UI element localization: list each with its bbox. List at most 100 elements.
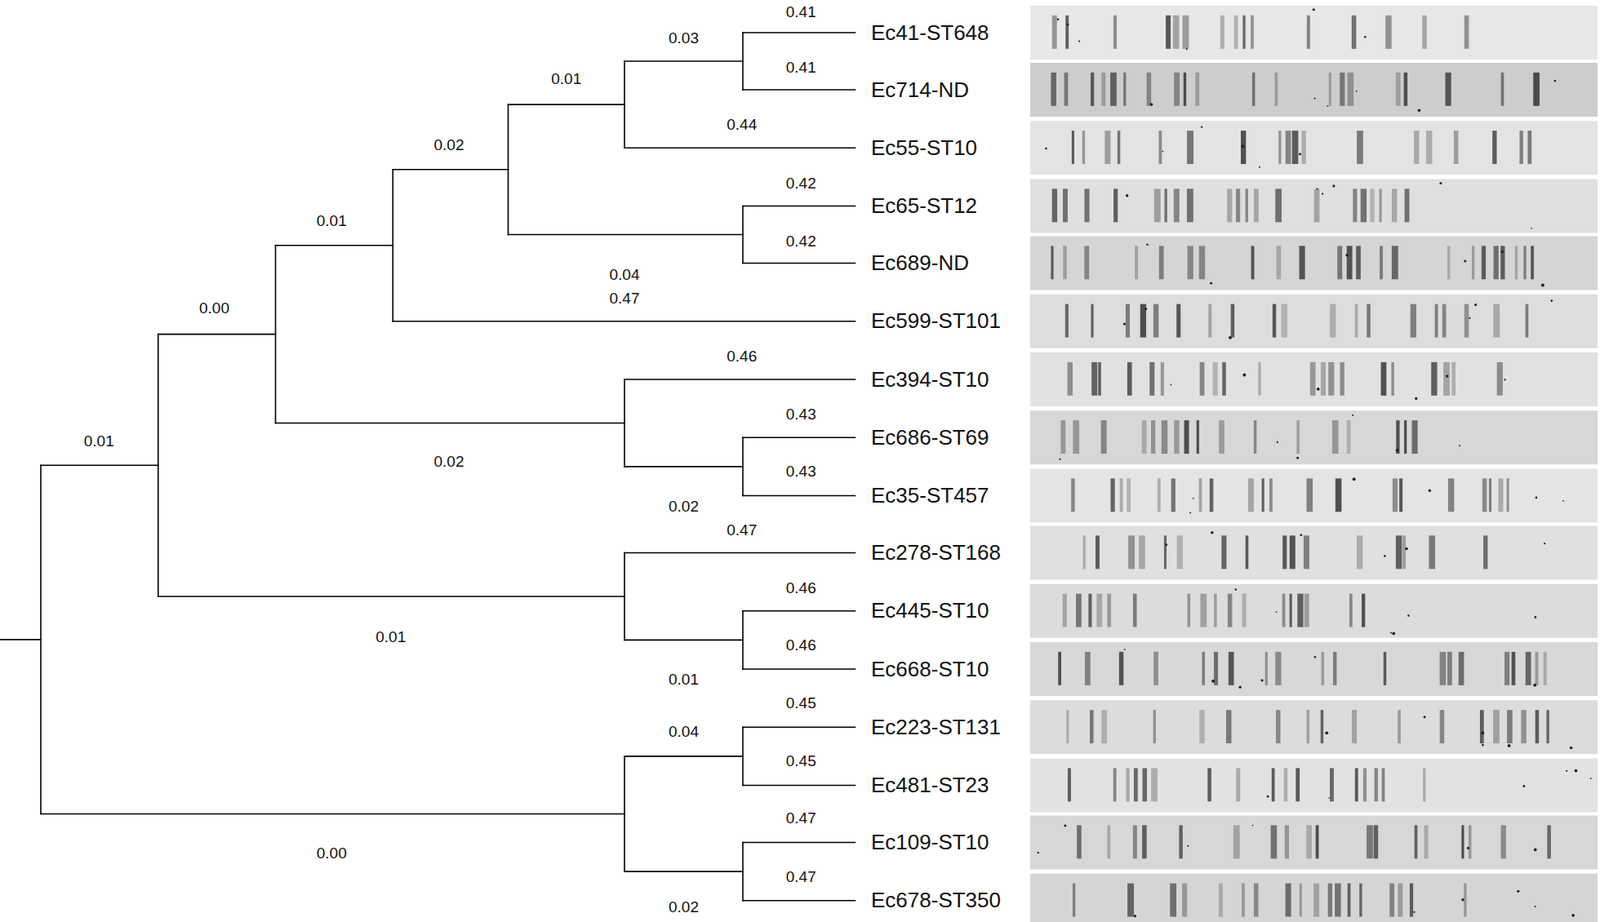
gel-band bbox=[1227, 594, 1232, 628]
gel-lane bbox=[1030, 294, 1598, 349]
gel-background bbox=[1030, 526, 1598, 581]
gel-band bbox=[1383, 652, 1387, 686]
gel-speck bbox=[1210, 531, 1214, 534]
gel-band bbox=[1248, 478, 1254, 512]
gel-band bbox=[1084, 245, 1089, 280]
branch-line bbox=[507, 104, 510, 235]
gel-band bbox=[1373, 825, 1379, 859]
gel-band bbox=[1226, 710, 1232, 744]
gel-band bbox=[1468, 825, 1472, 859]
strain-label: Ec678-ST350 bbox=[869, 888, 1003, 913]
strain-label: Ec714-ND bbox=[869, 78, 971, 103]
gel-background bbox=[1030, 5, 1598, 60]
gel-band bbox=[1173, 188, 1180, 223]
gel-band bbox=[1530, 245, 1534, 280]
gel-speck bbox=[1417, 108, 1422, 112]
gel-band bbox=[1151, 420, 1156, 454]
gel-band bbox=[1355, 245, 1361, 280]
branch-length: 0.02 bbox=[666, 899, 701, 917]
gel-band bbox=[1426, 130, 1433, 165]
gel-speck bbox=[1413, 911, 1415, 914]
gel-band bbox=[1289, 594, 1293, 628]
gel-band bbox=[1321, 652, 1325, 686]
branch-line bbox=[742, 495, 856, 498]
branch-line bbox=[624, 552, 856, 555]
gel-band bbox=[1142, 420, 1147, 454]
gel-speck bbox=[1144, 307, 1147, 311]
gel-band bbox=[1072, 884, 1076, 918]
gel-band bbox=[1207, 768, 1211, 802]
gel-band bbox=[1443, 362, 1450, 396]
branch-length: 0.04 bbox=[608, 266, 642, 285]
gel-background bbox=[1030, 759, 1598, 814]
gel-band bbox=[1082, 535, 1085, 569]
strain-label: Ec223-ST131 bbox=[869, 715, 1003, 740]
gel-speck bbox=[1275, 611, 1278, 614]
branch-line bbox=[158, 595, 625, 598]
gel-band bbox=[1360, 188, 1367, 223]
gel-speck bbox=[1192, 497, 1195, 500]
gel-band bbox=[1391, 188, 1397, 223]
gel-band bbox=[1177, 535, 1183, 569]
gel-band bbox=[1284, 768, 1288, 802]
gel-speck bbox=[1169, 384, 1172, 387]
gel-band bbox=[1262, 478, 1265, 512]
gel-band bbox=[1187, 245, 1194, 280]
gel-band bbox=[1315, 825, 1320, 859]
gel-background bbox=[1030, 62, 1598, 117]
gel-speck bbox=[1466, 847, 1470, 850]
gel-band bbox=[1240, 130, 1246, 165]
gel-band bbox=[1275, 710, 1281, 744]
gel-speck bbox=[1189, 512, 1192, 515]
branch-line bbox=[623, 61, 626, 148]
gel-band bbox=[1173, 15, 1180, 49]
branch-line bbox=[742, 31, 856, 34]
gel-speck bbox=[1186, 48, 1188, 50]
gel-band bbox=[1399, 478, 1403, 512]
gel-band bbox=[1160, 362, 1165, 396]
gel-band bbox=[1178, 825, 1183, 859]
gel-band bbox=[1297, 594, 1303, 628]
gel-band bbox=[1199, 710, 1205, 744]
gel-band bbox=[1065, 304, 1069, 338]
strain-label: Ec481-ST23 bbox=[869, 773, 992, 798]
gel-band bbox=[1066, 710, 1069, 744]
gel-band bbox=[1209, 478, 1214, 512]
gel-band bbox=[1199, 245, 1205, 280]
gel-band bbox=[1113, 15, 1117, 49]
gel-band bbox=[1546, 825, 1551, 859]
gel-band bbox=[1104, 130, 1111, 165]
gel-speck bbox=[1445, 374, 1449, 378]
strain-label: Ec65-ST12 bbox=[869, 194, 979, 218]
gel-band bbox=[1493, 245, 1499, 280]
branch-length: 0.45 bbox=[784, 753, 818, 771]
gel-band bbox=[1154, 188, 1161, 223]
branch-line bbox=[742, 900, 856, 903]
gel-background bbox=[1030, 410, 1598, 465]
branch-length: 0.02 bbox=[432, 453, 467, 472]
tree-branches bbox=[0, 32, 856, 902]
gel-speck bbox=[1296, 457, 1299, 460]
gel-band bbox=[1515, 245, 1518, 280]
gel-band bbox=[1501, 825, 1507, 859]
gel-speck bbox=[1565, 770, 1568, 773]
gel-band bbox=[1182, 884, 1187, 918]
gel-band bbox=[1361, 594, 1365, 628]
gel-speck bbox=[1124, 648, 1126, 651]
gel-band bbox=[1213, 362, 1218, 396]
gel-speck bbox=[1276, 441, 1279, 444]
branch-length: 0.02 bbox=[432, 137, 467, 155]
gel-band bbox=[1090, 304, 1094, 338]
strain-label: Ec599-ST101 bbox=[869, 309, 1003, 334]
gel-band bbox=[1157, 478, 1161, 512]
gel-band bbox=[1265, 652, 1268, 686]
gel-band bbox=[1395, 72, 1401, 107]
gel-band bbox=[1535, 710, 1540, 744]
gel-band bbox=[1071, 478, 1075, 512]
gel-band bbox=[1453, 130, 1459, 165]
gel-speck bbox=[1569, 746, 1574, 751]
strain-label: Ec668-ST10 bbox=[869, 657, 992, 682]
branch-line bbox=[392, 320, 855, 323]
